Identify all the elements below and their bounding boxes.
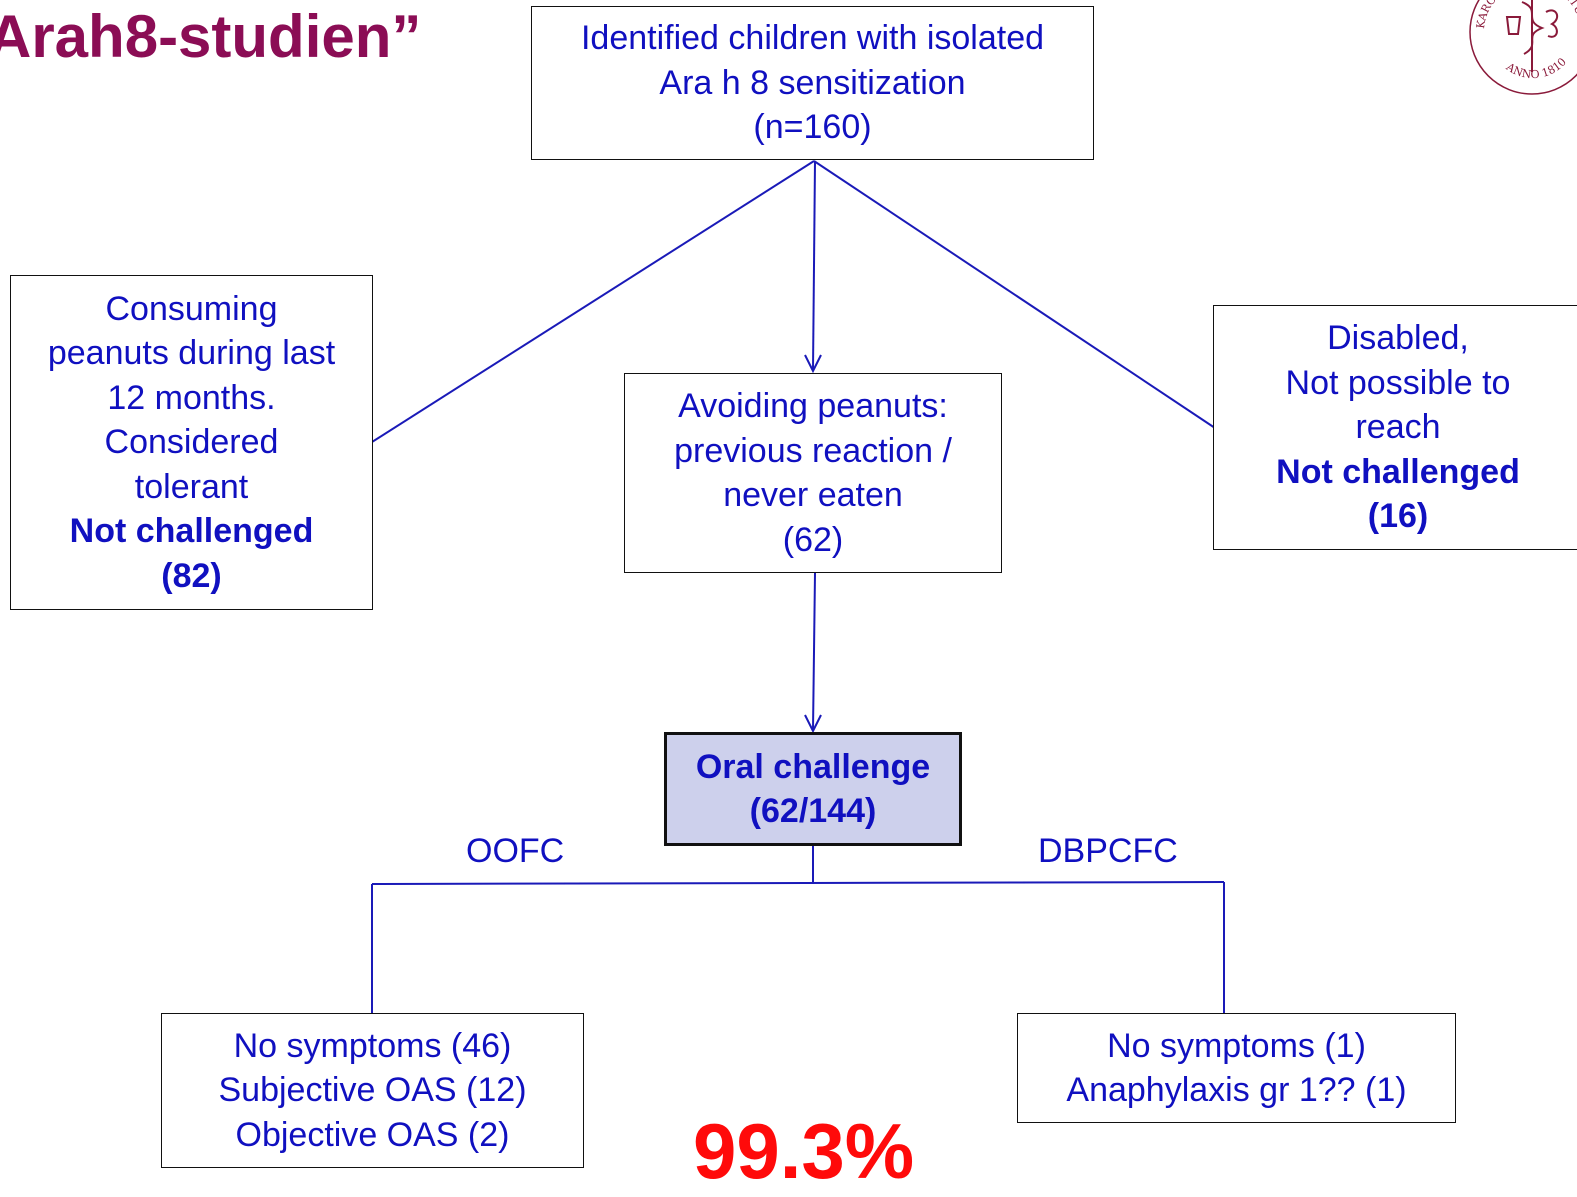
root-line-2: Ara h 8 sensitization	[659, 63, 966, 102]
left-line-5: tolerant	[134, 467, 249, 506]
connector-root-right	[813, 160, 1216, 429]
arrowhead-oral	[804, 714, 822, 734]
middle-box: Avoiding peanuts: previous reaction / ne…	[624, 373, 1002, 573]
arrowhead-middle	[804, 354, 822, 374]
oral-count: (62/144)	[749, 792, 877, 830]
middle-line-2: previous reaction /	[674, 431, 952, 470]
connector-branch-bar	[371, 881, 1225, 885]
page-title: Arah8-studien”	[0, 3, 422, 70]
karolinska-seal-logo: KAROLINSKA INSTITUTET ANNO 1810	[1462, 0, 1577, 95]
right-count: (16)	[1367, 497, 1429, 536]
left-line-1: Consuming	[105, 289, 278, 328]
outcome-left-line-3: Objective OAS (2)	[235, 1115, 510, 1154]
right-line-1: Disabled,	[1327, 319, 1469, 358]
left-line-3: 12 months.	[107, 378, 276, 417]
outcome-left-line-2: Subjective OAS (12)	[218, 1071, 527, 1110]
oral-challenge-box: Oral challenge (62/144)	[664, 732, 962, 846]
outcome-right-box: No symptoms (1) Anaphylaxis gr 1?? (1)	[1017, 1013, 1456, 1123]
left-box: Consuming peanuts during last 12 months.…	[10, 275, 373, 610]
connector-root-middle	[812, 160, 816, 371]
middle-count: (62)	[782, 520, 844, 559]
oral-line-1: Oral challenge	[695, 747, 931, 786]
connector-middle-oral	[812, 572, 816, 731]
branch-label-oofc: OOFC	[466, 832, 565, 870]
right-line-3: reach	[1355, 408, 1441, 447]
outcome-left-box: No symptoms (46) Subjective OAS (12) Obj…	[161, 1013, 584, 1168]
left-count: (82)	[161, 556, 222, 595]
outcome-right-line-2: Anaphylaxis gr 1?? (1)	[1066, 1071, 1407, 1109]
left-line-4: Considered	[104, 423, 279, 462]
left-status: Not challenged	[69, 512, 314, 551]
left-line-2: peanuts during last	[47, 334, 336, 373]
right-line-2: Not possible to	[1285, 363, 1511, 402]
middle-line-1: Avoiding peanuts:	[678, 387, 948, 425]
root-line-3: (n=160)	[753, 108, 872, 147]
result-percentage: 99.3%	[693, 1107, 915, 1195]
outcome-right-line-1: No symptoms (1)	[1107, 1026, 1366, 1065]
outcome-left-line-1: No symptoms (46)	[233, 1026, 512, 1065]
right-status: Not challenged	[1276, 452, 1520, 491]
root-box: Identified children with isolated Ara h …	[531, 6, 1094, 160]
middle-line-3: never eaten	[723, 476, 903, 514]
branch-label-dbpcfc: DBPCFC	[1038, 832, 1178, 870]
seal-bottom-text: ANNO 1810	[1503, 55, 1569, 81]
connector-root-left	[371, 160, 815, 443]
root-line-1: Identified children with isolated	[580, 19, 1045, 58]
right-box: Disabled, Not possible to reach Not chal…	[1213, 305, 1577, 550]
